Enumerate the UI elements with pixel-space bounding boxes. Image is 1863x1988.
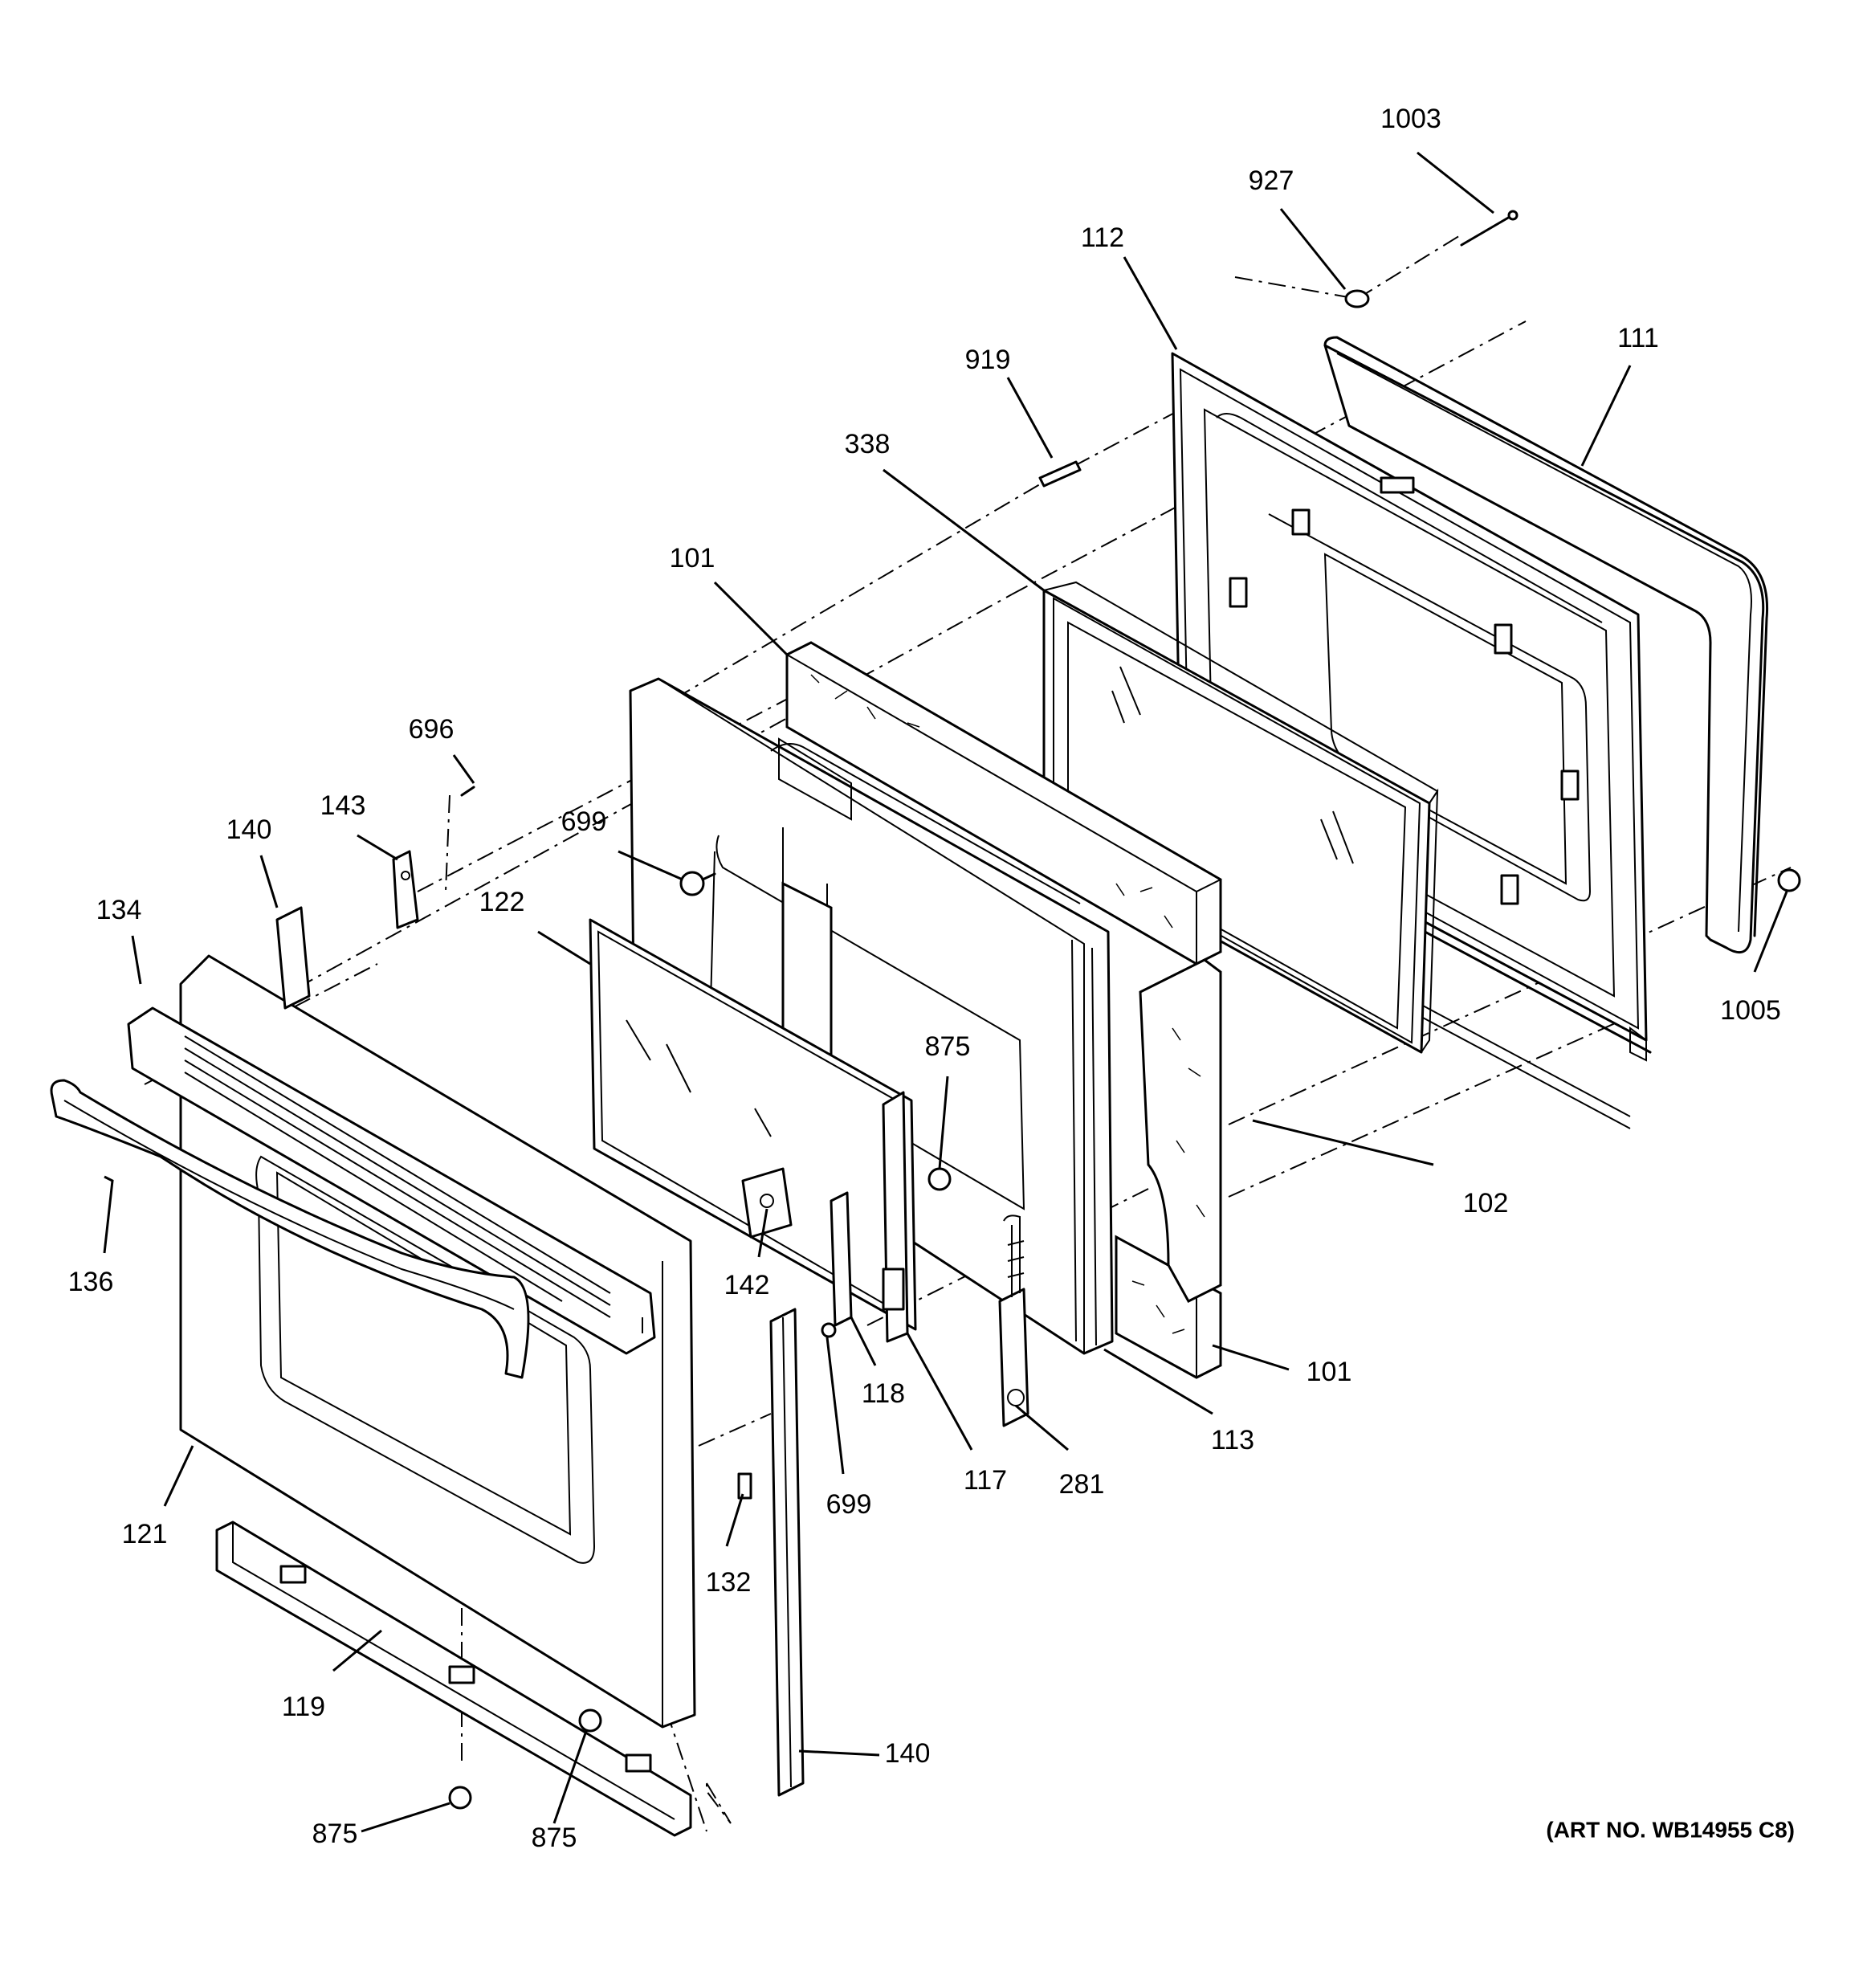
insulation-101 <box>785 641 1222 1379</box>
callout-875-bottom-mid: 875 <box>532 1823 577 1853</box>
callout-117: 117 <box>964 1465 1007 1496</box>
plug-919-icon <box>1038 460 1082 488</box>
callout-699-lower: 699 <box>826 1489 872 1520</box>
callout-102: 102 <box>1463 1188 1509 1219</box>
clip-132 <box>737 1472 752 1500</box>
callout-281: 281 <box>1059 1469 1105 1500</box>
callout-875-mid: 875 <box>925 1031 971 1062</box>
side-insulation-102 <box>1139 958 1222 1303</box>
door-latch-142 <box>741 1167 793 1239</box>
door-liner-113 <box>629 677 1114 1355</box>
callout-132: 132 <box>706 1567 752 1598</box>
window-glass-assembly-338 <box>1042 581 1439 1054</box>
callout-labels: 1003 927 112 111 919 338 101 696 143 140… <box>68 104 1781 1853</box>
screw-699-upper-icon <box>679 871 716 896</box>
callout-113: 113 <box>1211 1425 1254 1455</box>
screw-1003-icon <box>1460 210 1519 247</box>
callout-136: 136 <box>68 1267 114 1297</box>
screw-875-bottom-mid-icon <box>578 1708 602 1733</box>
callout-143: 143 <box>320 790 366 821</box>
callout-1005: 1005 <box>1720 995 1781 1026</box>
callout-140-upper: 140 <box>226 814 272 845</box>
callout-338: 338 <box>845 429 891 459</box>
door-gasket-111 <box>1323 336 1769 954</box>
callout-875-bottom-left: 875 <box>312 1819 358 1849</box>
callout-121: 121 <box>122 1519 168 1549</box>
side-trim-140-lower <box>769 1308 805 1797</box>
callout-919: 919 <box>965 345 1011 375</box>
door-handle-136 <box>50 1079 530 1379</box>
side-trim-140-upper <box>275 906 311 1010</box>
callout-1003: 1003 <box>1380 104 1441 134</box>
door-hinge-281 <box>998 1214 1029 1427</box>
callout-134: 134 <box>96 895 142 925</box>
bracket-143 <box>392 850 419 929</box>
screw-1005-icon <box>1777 868 1801 892</box>
screw-875-bottom-left-icon <box>448 1786 472 1810</box>
callout-122: 122 <box>479 887 525 917</box>
art-number: (ART NO. WB14955 C8) <box>1546 1817 1795 1842</box>
callout-118: 118 <box>862 1378 905 1409</box>
screw-875-mid-icon <box>927 1167 952 1191</box>
callout-111: 111 <box>1617 323 1659 353</box>
screws <box>448 210 1801 1810</box>
callout-119: 119 <box>282 1692 325 1722</box>
insulation-texture <box>810 674 1185 1334</box>
callout-142: 142 <box>724 1270 770 1300</box>
callout-101-top: 101 <box>670 543 715 574</box>
callout-112: 112 <box>1081 222 1124 253</box>
callout-140-lower: 140 <box>885 1738 931 1769</box>
screw-696-icon <box>460 786 475 797</box>
washer-927-icon <box>1344 289 1370 308</box>
callout-927: 927 <box>1249 165 1294 196</box>
callout-699-upper: 699 <box>561 806 607 837</box>
callout-101-bottom: 101 <box>1307 1357 1352 1387</box>
control-panel-134 <box>127 1006 656 1355</box>
leader-lines <box>103 151 1788 1833</box>
callout-696: 696 <box>409 714 455 745</box>
screw-699-lower-icon <box>821 1322 837 1338</box>
bottom-trim-119 <box>215 1521 692 1837</box>
